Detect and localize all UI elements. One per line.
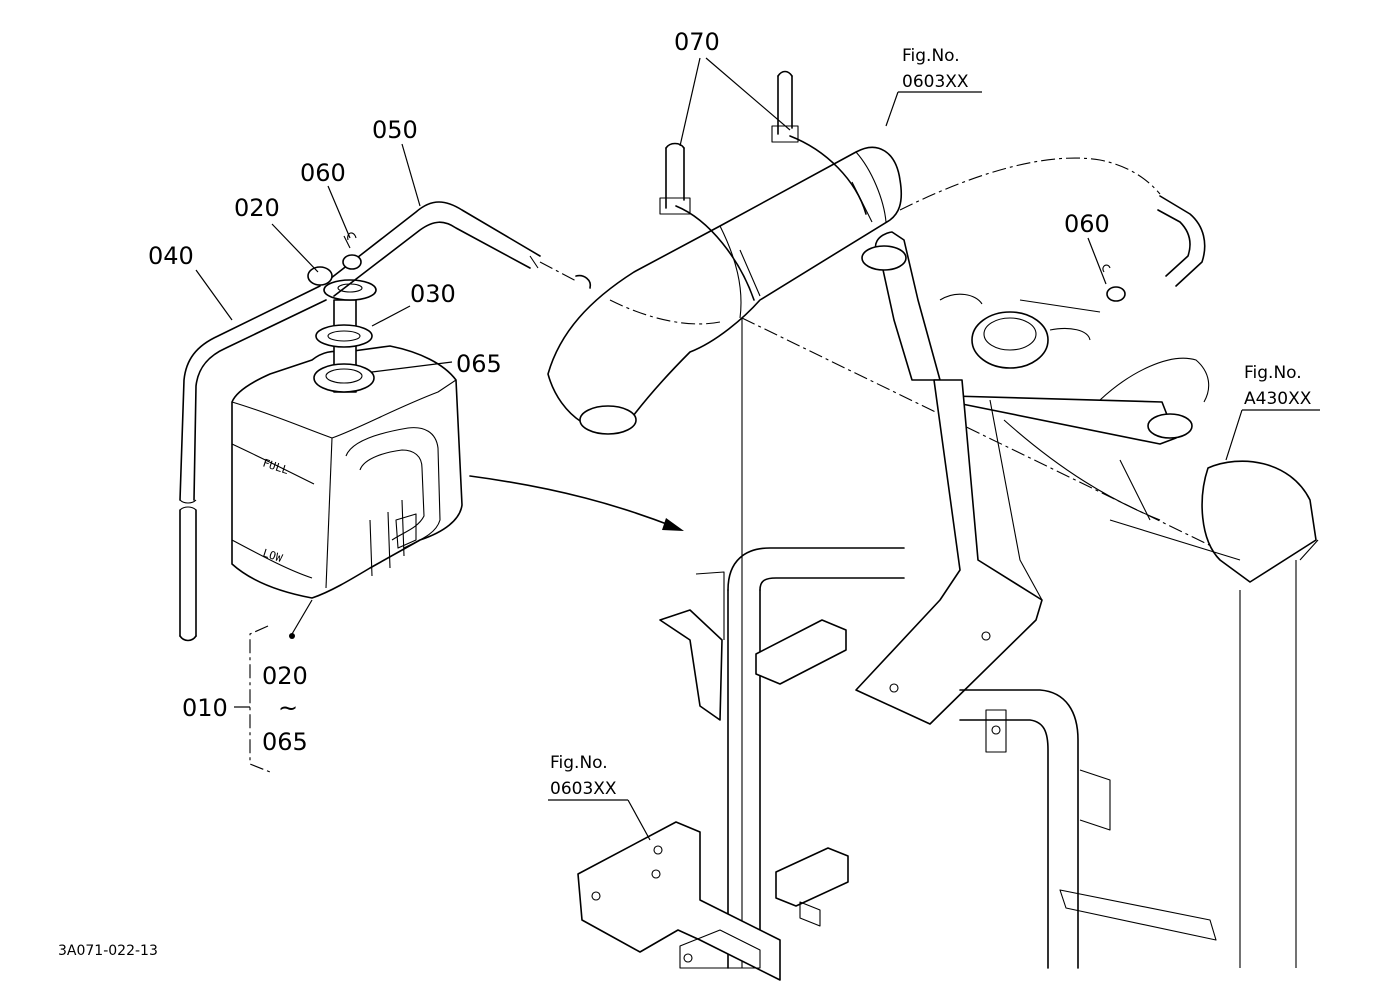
callout-065: 065	[456, 350, 502, 378]
radiator-stay	[855, 379, 1043, 725]
callout-range-end: 065	[262, 728, 308, 756]
radiator-body	[741, 231, 1319, 968]
drain-hose-040	[179, 285, 327, 642]
fig-ref-number-2: A430XX	[1244, 389, 1312, 409]
callout-050: 050	[372, 116, 418, 144]
fig-ref-label-3: Fig.No.	[550, 753, 608, 773]
figure-references: Fig.No. 0603XX Fig.No. A430XX Fig.No. 06…	[550, 46, 1312, 799]
callout-010: 010	[182, 694, 228, 722]
reserve-tank: FULL LOW	[231, 345, 463, 599]
fig-ref-label-1: Fig.No.	[902, 46, 960, 66]
callout-070: 070	[674, 28, 720, 56]
callout-060-left: 060	[300, 159, 346, 187]
hose-bands-070	[659, 70, 873, 301]
tank-cap-and-gaskets	[313, 279, 377, 393]
fig-ref-number-1: 0603XX	[902, 72, 969, 92]
tank-low-mark: LOW	[261, 546, 284, 565]
frame-brackets	[577, 571, 849, 981]
leader-lines	[195, 57, 1320, 841]
drawing-code: 3A071-022-13	[58, 943, 158, 959]
callout-040: 040	[148, 242, 194, 270]
fig-ref-number-3: 0603XX	[550, 779, 617, 799]
callout-020: 020	[234, 194, 280, 222]
callout-labels: 070 050 060 020 040 030 065 060 010 020 …	[148, 28, 1110, 756]
overflow-hose-050	[325, 201, 592, 297]
location-arrow	[469, 475, 684, 531]
fig-ref-label-2: Fig.No.	[1244, 363, 1302, 383]
hose-clamps-left	[307, 232, 362, 286]
frame-pipe	[727, 547, 1217, 969]
upper-radiator-hose	[547, 146, 903, 435]
callout-030: 030	[410, 280, 456, 308]
callout-range-separator: ~	[278, 694, 298, 722]
callout-060-right: 060	[1064, 210, 1110, 238]
callout-range-start: 020	[262, 662, 308, 690]
radiator-overflow-pipe	[899, 157, 1206, 302]
